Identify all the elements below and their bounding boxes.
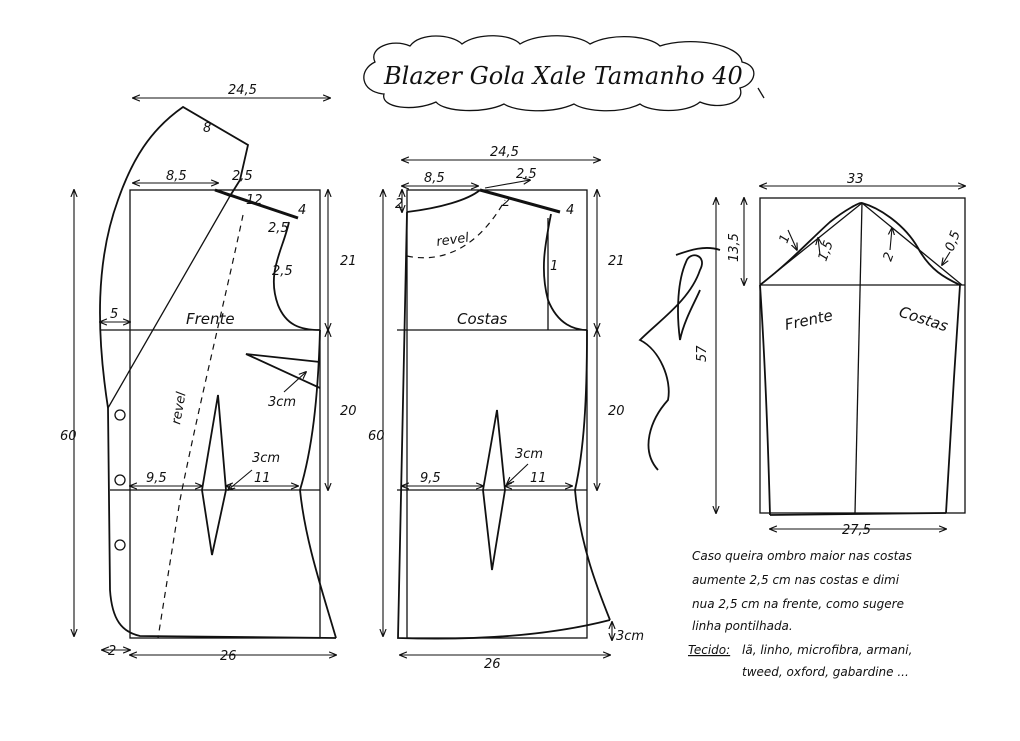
back-neck-width: 8,5 <box>424 171 445 186</box>
sleeve-back-curve-2: 0,5 <box>943 229 964 254</box>
fabric-line-1: lã, linho, microfibra, armani, <box>742 643 912 657</box>
front-dart-side: 3cm <box>268 395 296 410</box>
back-full-height: 60 <box>368 429 385 444</box>
note-line-4: linha pontilhada. <box>692 619 793 633</box>
front-dart-waist: 3cm <box>252 451 280 466</box>
front-upper-height: 21 <box>340 254 357 269</box>
note-line-2: aumente 2,5 cm nas costas e dimi <box>692 573 900 587</box>
front-collar-top: 8 <box>203 121 211 136</box>
back-lower-height: 20 <box>608 404 625 419</box>
back-armhole-mark: 1 <box>550 259 558 274</box>
back-neck-rise: 2,5 <box>516 167 537 182</box>
front-armhole-depth: 2,5 <box>268 221 289 236</box>
back-waist-right: 11 <box>530 471 547 486</box>
back-bottom-width: 26 <box>484 657 501 672</box>
front-bottom-width: 26 <box>220 649 237 664</box>
back-upper-height: 21 <box>608 254 625 269</box>
front-waist-left: 9,5 <box>146 471 167 486</box>
note-line-1: Caso queira ombro maior nas costas <box>692 549 912 563</box>
back-shoulder-drop: 4 <box>566 203 574 218</box>
notes-block: Caso queira ombro maior nas costas aumen… <box>688 549 912 679</box>
front-collar-side: 2,5 <box>232 169 253 184</box>
sleeve-piece: 33 13,5 57 1 1,5 2 0,5 27,5 Frente Costa… <box>695 172 965 538</box>
sleeve-top-width: 33 <box>847 172 864 187</box>
front-shoulder: 12 <box>246 193 263 208</box>
fabric-line-2: tweed, oxford, gabardine ... <box>742 665 909 679</box>
back-top-width: 24,5 <box>490 145 519 160</box>
back-neck-depth: 2 <box>395 197 403 212</box>
sleeve-front-label: Frente <box>783 306 834 334</box>
page-title: Blazer Gola Xale Tamanho 40 <box>383 62 743 90</box>
back-piece: 24,5 8,5 2 2,5 2 4 1 21 20 60 9,5 11 3cm… <box>368 145 644 672</box>
sleeve-front-curve-2: 1,5 <box>816 239 837 264</box>
back-label: Costas <box>457 310 508 328</box>
front-top-width: 24,5 <box>228 83 257 98</box>
sleeve-back-label: Costas <box>897 303 951 336</box>
fabric-label: Tecido: <box>688 643 730 657</box>
front-lapel-extension: 5 <box>110 307 118 322</box>
back-waist-left: 9,5 <box>420 471 441 486</box>
front-label: Frente <box>186 310 235 328</box>
front-hem-extension: 2 <box>108 644 116 659</box>
front-shoulder-drop: 4 <box>298 203 306 218</box>
sleeve-front-curve-1: 1 <box>777 232 794 245</box>
front-lower-height: 20 <box>340 404 357 419</box>
note-line-3: nua 2,5 cm na frente, como sugere <box>692 597 904 611</box>
back-dart-waist: 3cm <box>515 447 543 462</box>
back-neck-small: 2 <box>502 195 510 210</box>
back-facing-label: revel <box>435 231 470 250</box>
front-neck-width: 8,5 <box>166 169 187 184</box>
front-lapel-label: revel <box>169 391 190 426</box>
front-waist-right: 11 <box>254 471 271 486</box>
sleeve-full-length: 57 <box>695 345 710 362</box>
front-full-height: 60 <box>60 429 77 444</box>
title-cloud: Blazer Gola Xale Tamanho 40 <box>363 35 765 112</box>
sleeve-bottom-width: 27,5 <box>842 523 871 538</box>
back-hem-rise: 3cm <box>616 629 644 644</box>
sleeve-back-curve-1: 2 <box>881 250 898 263</box>
sleeve-cap-height: 13,5 <box>727 233 742 262</box>
front-armhole-small: 2,5 <box>272 264 293 279</box>
front-piece: 24,5 8,5 8 2,5 12 4 2,5 2,5 21 20 60 5 9… <box>60 83 357 664</box>
